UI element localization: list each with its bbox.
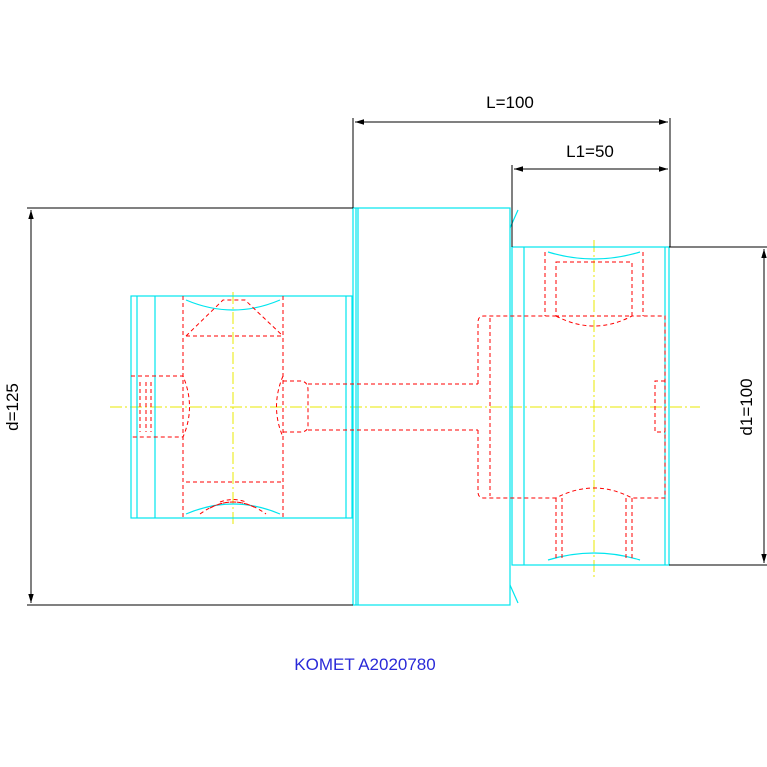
dimension-shank-length: L1=50 [566,142,614,161]
dimension-body-diameter: d=125 [3,383,22,431]
part-outline [130,207,670,606]
center-lines [110,240,700,578]
hidden-lines [131,252,666,560]
part-number-caption: KOMET A2020780 [294,655,435,674]
dimension-overall-length: L=100 [486,93,534,112]
dimension-shank-diameter: d1=100 [737,378,756,435]
dimension-lines [27,118,767,606]
